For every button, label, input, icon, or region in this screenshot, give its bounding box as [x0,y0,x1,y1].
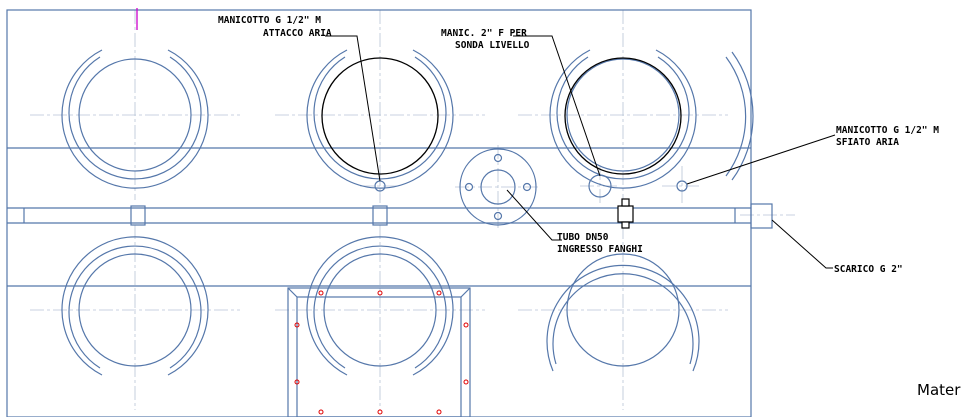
manhole-frame [287,287,471,417]
label-materiale: Mater [917,381,961,399]
center-lines [30,10,795,410]
diffuser-discs [321,57,682,175]
sludge-inlet-flange [459,148,537,226]
leader-lines [325,35,836,269]
level-sensor [617,198,634,229]
label-sonda-line2: SONDA LIVELLO [455,40,530,51]
label-attacco-aria-line1: MANICOTTO G 1/2" M [218,15,321,26]
label-tubo-line1: TUBO DN50 [557,232,609,243]
label-sfiato-line2: SFIATO ARIA [836,137,899,148]
diffuser-rings [61,49,754,376]
label-scarico: SCARICO G 2" [834,264,903,275]
label-sonda-line1: MANIC. 2" F PER [441,28,527,39]
label-tubo-line2: INGRESSO FANGHI [557,244,643,255]
label-sfiato-line1: MANICOTTO G 1/2" M [836,125,939,136]
label-attacco-aria-line2: ATTACCO ARIA [263,28,332,39]
manhole-bolts [294,290,469,415]
